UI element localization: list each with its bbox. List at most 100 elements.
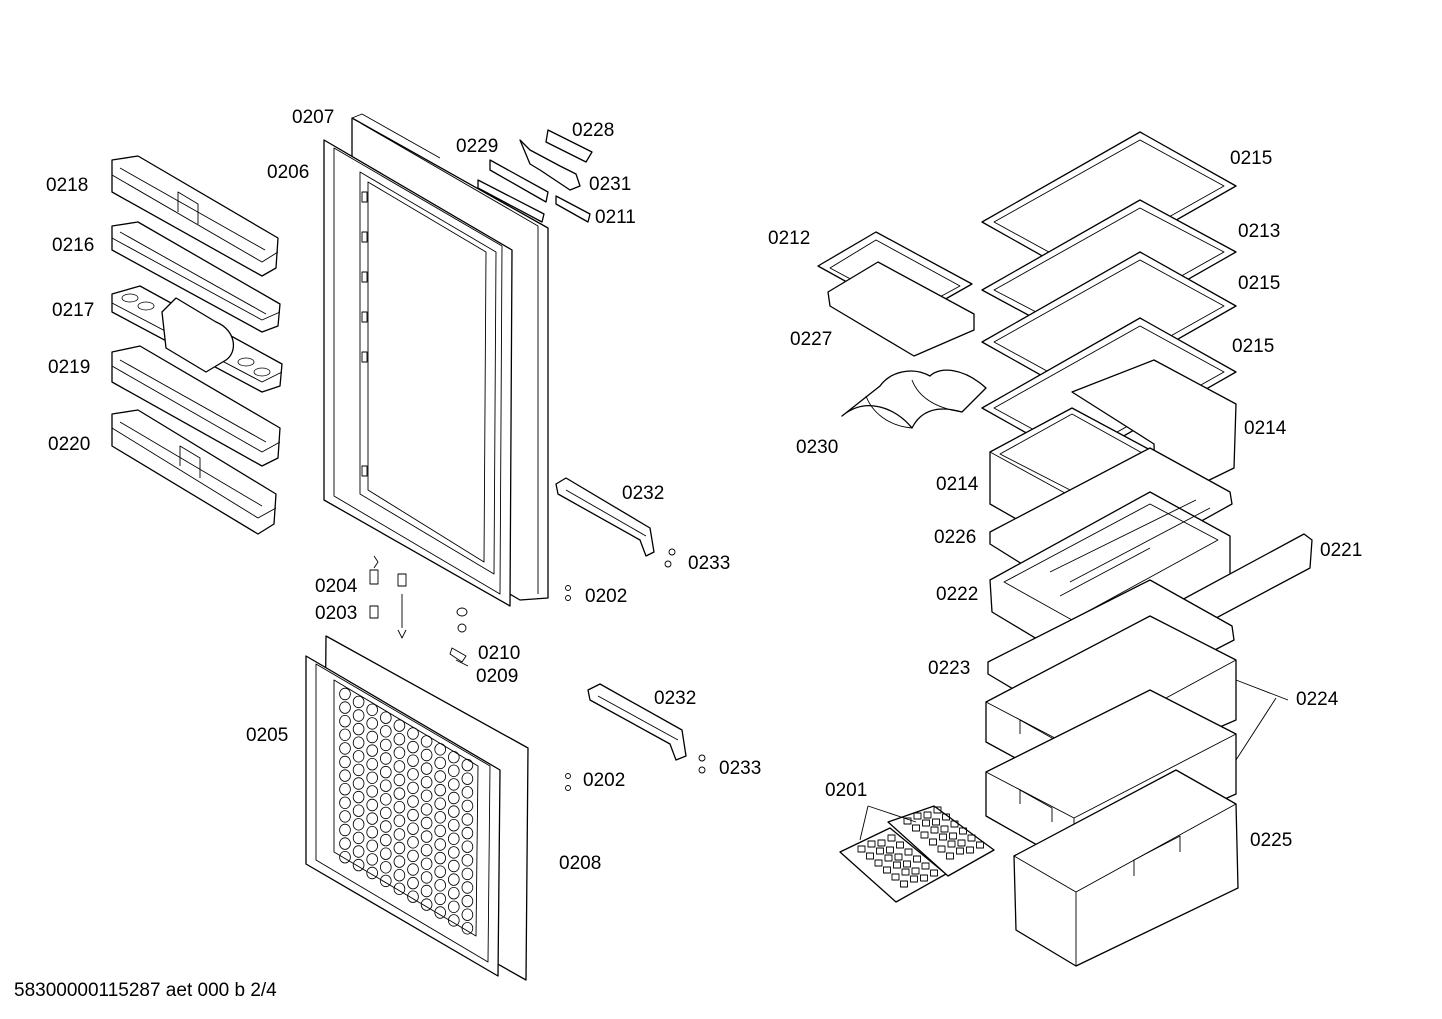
door-hole (461, 813, 474, 826)
ice-cube-cell (930, 869, 938, 877)
door-hole (407, 740, 419, 754)
part-label: 0207 (292, 107, 334, 128)
door-hole (379, 861, 392, 874)
door-hole (339, 701, 351, 714)
door-hole (447, 805, 460, 818)
ice-cube-cell (857, 845, 866, 853)
screws (369, 548, 706, 791)
ice-cube-cell (891, 873, 900, 881)
door-hole (447, 873, 460, 886)
part-label: 0231 (589, 174, 631, 195)
part-label: 0233 (688, 553, 730, 574)
door-hole (434, 892, 447, 906)
ice-cube-cell (957, 839, 966, 847)
ice-cube-cell (894, 853, 903, 861)
part-label: 0217 (52, 300, 94, 321)
door-hole (366, 758, 379, 771)
door-hole (434, 743, 447, 756)
part-label: 0232 (622, 483, 664, 504)
door-hole (434, 756, 447, 770)
door-hole (379, 779, 392, 792)
part-labels: 0207 0206 0229 0228 0231 0211 0218 0216 … (46, 107, 1362, 874)
ice-cube-cell (904, 848, 913, 856)
door-hole (461, 799, 474, 813)
ice-cube-cell (923, 811, 932, 819)
part-label: 0213 (1238, 221, 1280, 242)
handle-0232-upper (555, 477, 655, 557)
door-hole (393, 787, 406, 800)
ice-cube-cell (937, 845, 946, 853)
door-hole (393, 719, 406, 732)
ice-cube-cell (910, 875, 918, 883)
door-hole (420, 857, 433, 871)
ice-cube-cell (911, 867, 920, 875)
door-hole (434, 824, 447, 838)
door-hole (420, 871, 433, 884)
door-hole (407, 849, 419, 863)
freezer-door-grid (339, 687, 474, 935)
ice-cube-cell (976, 841, 984, 849)
door-hole (339, 823, 351, 837)
door-hole (420, 844, 433, 857)
door-hole (379, 847, 392, 860)
ice-cube-cell (940, 825, 949, 833)
door-hole (352, 831, 365, 845)
ice-cube-cell (922, 819, 930, 827)
door-hole (339, 769, 351, 782)
door-hole (407, 863, 419, 876)
tray-0212-0227 (817, 231, 975, 357)
door-hole (379, 874, 392, 888)
ice-trays-0201 (839, 805, 995, 903)
part-label: 0201 (825, 780, 867, 801)
door-hole (379, 725, 392, 738)
part-label: 0220 (48, 434, 90, 455)
ice-cube-cell (946, 852, 954, 860)
door-hole (339, 728, 351, 742)
part-label: 0215 (1230, 148, 1272, 169)
door-hole (379, 820, 392, 833)
door-shelf-0217 (111, 285, 283, 393)
leader-lines (859, 679, 1289, 841)
part-label: 0215 (1238, 273, 1280, 294)
door-hole (393, 869, 406, 882)
door-hole (434, 865, 447, 878)
door-hole (461, 758, 474, 772)
ice-cube-cell (929, 838, 937, 846)
door-hole (339, 687, 351, 701)
door-hole (420, 898, 433, 911)
ice-cube-cell (947, 840, 956, 848)
door-hole (420, 776, 433, 789)
door-hole (339, 755, 351, 769)
door-trim-parts (477, 129, 593, 223)
ice-cube-cell (920, 874, 928, 882)
door-hole (434, 797, 447, 810)
door-hole (352, 804, 365, 817)
part-label: 0228 (572, 120, 614, 141)
part-label: 0226 (934, 527, 976, 548)
part-label: 0203 (315, 603, 357, 624)
door-hole (366, 853, 379, 866)
door-hole (434, 879, 447, 892)
door-hole (393, 733, 406, 746)
door-shelf-0220 (111, 409, 277, 535)
ice-cube-cell (903, 860, 911, 868)
door-hole (393, 828, 406, 841)
door-gasket-0206 (323, 139, 513, 607)
door-shelf-0216 (111, 221, 281, 333)
door-hole (447, 887, 460, 900)
ice-cube-cell (913, 855, 921, 863)
door-hole (366, 839, 379, 853)
ice-cube-cell (942, 813, 950, 821)
door-hole (434, 811, 447, 824)
door-hole (352, 845, 365, 858)
door-hole (461, 881, 474, 894)
document-code: 58300000115287 aet 000 b 2/4 (14, 980, 277, 1001)
part-label: 0219 (48, 357, 90, 378)
part-label: 0223 (928, 658, 970, 679)
door-hole (366, 744, 379, 757)
door-hole (447, 914, 460, 927)
ice-cube-cell (896, 841, 904, 849)
freezer-door-0205 (305, 635, 529, 981)
door-hole (407, 876, 419, 890)
ice-cube-cell (930, 826, 939, 834)
